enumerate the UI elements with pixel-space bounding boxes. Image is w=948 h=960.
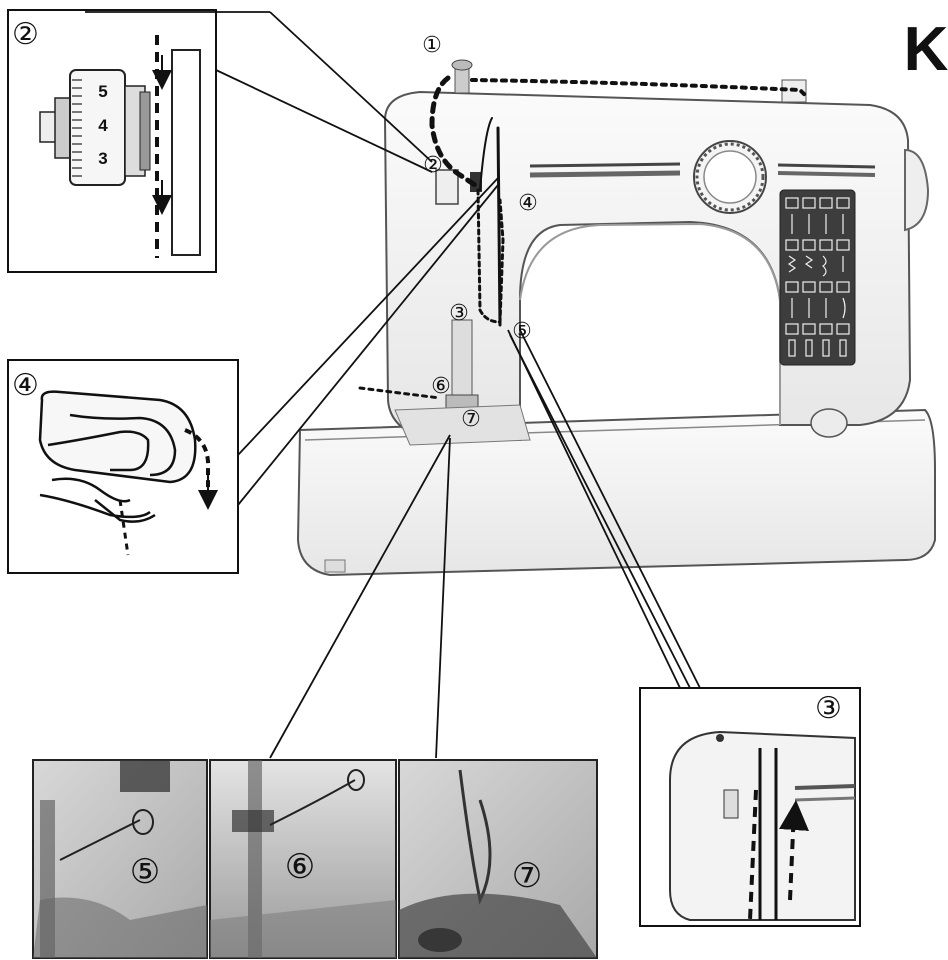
dial-number-4: 4 [98,116,108,135]
step-7-photo: ⑦ [398,759,598,959]
step-3-machine-marker: ③ [449,301,469,326]
dial-number-5: 5 [98,82,107,101]
step-7-marker: ⑦ [512,856,542,896]
thread-path [358,75,807,400]
step-6-photo: ⑥ [209,759,397,959]
machine-step-markers: ① ② ③ ④ ⑤ ⑥ ⑦ [422,33,538,432]
step-7-machine-marker: ⑦ [461,407,481,432]
step-3-marker: ③ [815,691,842,726]
step-5-marker: ⑤ [130,852,160,892]
take-up-lever-icon [38,390,197,523]
step-5-machine-marker: ⑤ [512,319,532,344]
step-2-machine-marker: ② [423,153,443,178]
step-6-machine-marker: ⑥ [431,374,451,399]
step-4-marker: ④ [12,368,39,403]
arrow-up-icon [779,800,809,831]
sewing-machine-icon [296,59,936,577]
step-3-detail: ③ [639,687,861,927]
step-4-machine-marker: ④ [518,191,538,216]
step-2-marker: ② [12,17,39,52]
step-4-detail: ④ [7,359,239,574]
leader-lines [85,11,701,759]
step-2-detail: 5 4 3 ② [7,9,217,273]
step-6-marker: ⑥ [285,847,315,887]
dial-number-3: 3 [98,149,107,168]
step-5-photo: ⑤ [32,759,208,959]
page-letter: K [904,15,948,84]
step-1-marker: ① [422,33,442,58]
